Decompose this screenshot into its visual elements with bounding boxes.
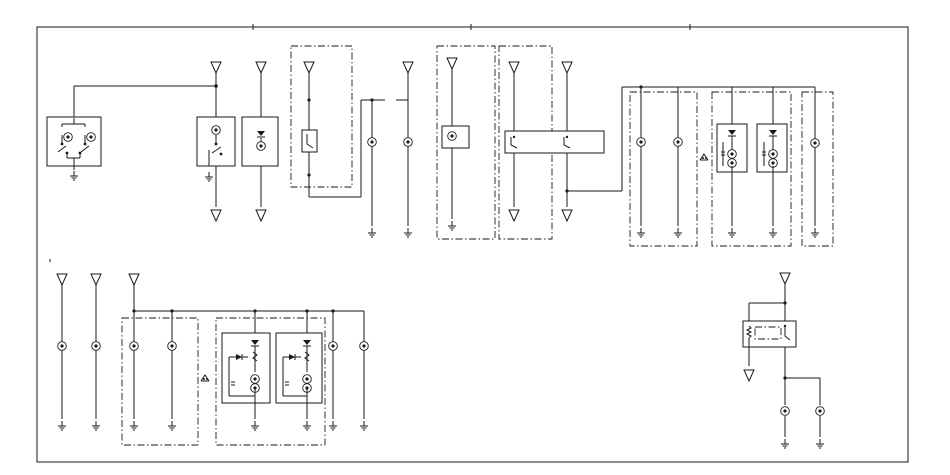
diode-lamp-unit — [241, 61, 279, 222]
motor-control-group — [711, 87, 792, 247]
lower-lamp-pair-right — [328, 311, 369, 431]
lamp-pair-lower-left — [56, 273, 102, 431]
relay-circuit-right — [742, 272, 825, 449]
lamp-pair-center — [367, 61, 414, 238]
lower-motor-control-group — [215, 311, 326, 446]
switch-module — [498, 45, 815, 240]
lamp-switch-unit — [196, 61, 236, 222]
lamp-group-right — [629, 87, 709, 247]
lower-lamp-group — [121, 311, 210, 446]
lamp-module — [436, 45, 496, 240]
relay-module — [290, 45, 408, 198]
single-lamp-far-right — [801, 87, 834, 247]
lower-bus-feed — [128, 273, 364, 313]
dual-switch-assembly — [46, 84, 218, 181]
diagram-frame — [36, 24, 909, 463]
